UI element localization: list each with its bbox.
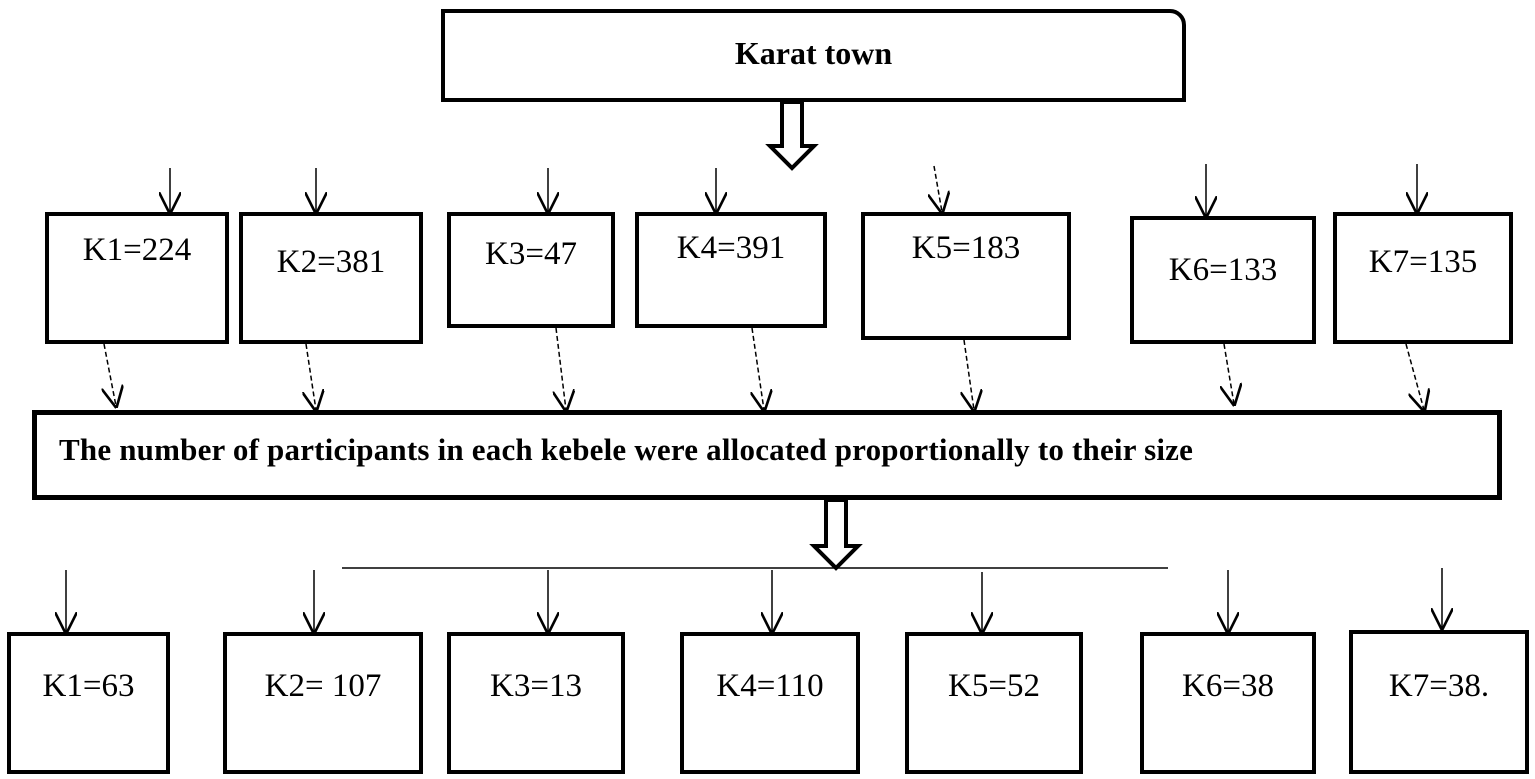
- dashed-arrow-k1: [104, 343, 116, 406]
- kebele-population-label: K7=135: [1368, 244, 1478, 280]
- dashed-arrow-k3: [556, 327, 566, 410]
- kebele-population-label: K5=183: [911, 230, 1021, 266]
- dashed-arrow-k6: [1224, 343, 1234, 404]
- title-box: Karat town: [441, 9, 1186, 102]
- kebele-population-label: K1=224: [82, 232, 192, 268]
- kebele-population-box-k7: K7=135: [1333, 212, 1513, 344]
- allocation-label: The number of participants in each kebel…: [59, 432, 1194, 467]
- kebele-population-label: K6=133: [1168, 252, 1278, 288]
- kebele-sample-label: K6=38: [1182, 668, 1274, 704]
- kebele-population-box-k6: K6=133: [1130, 216, 1316, 344]
- kebele-population-box-k5: K5=183: [861, 212, 1071, 340]
- kebele-sample-box-k2: K2= 107: [223, 632, 423, 774]
- kebele-sample-label: K5=52: [948, 668, 1040, 704]
- kebele-sample-label: K1=63: [42, 668, 135, 704]
- kebele-sample-box-k5: K5=52: [905, 632, 1083, 774]
- kebele-population-box-k4: K4=391: [635, 212, 827, 328]
- kebele-sample-label: K2= 107: [264, 668, 382, 704]
- kebele-population-box-k2: K2=381: [239, 212, 423, 344]
- kebele-sample-box-k4: K4=110: [680, 632, 860, 774]
- kebele-sample-box-k7: K7=38.: [1349, 630, 1529, 774]
- kebele-sample-box-k1: K1=63: [7, 632, 170, 774]
- kebele-population-label: K3=47: [485, 236, 577, 272]
- input-arrow-k5: [934, 165, 942, 212]
- kebele-sample-box-k6: K6=38: [1140, 632, 1316, 774]
- kebele-population-box-k3: K3=47: [447, 212, 615, 328]
- kebele-sample-label: K3=13: [490, 668, 582, 704]
- kebele-population-label: K4=391: [676, 230, 786, 266]
- allocation-box: The number of participants in each kebel…: [32, 410, 1502, 500]
- hollow-arrow-allocation-to-samples: [809, 498, 863, 571]
- dashed-arrow-k7: [1405, 343, 1424, 410]
- kebele-sample-box-k3: K3=13: [447, 632, 625, 774]
- hollow-arrow-title-to-kebeles: [765, 100, 819, 171]
- kebele-population-box-k1: K1=224: [45, 212, 229, 344]
- dashed-arrow-k4: [752, 327, 764, 410]
- kebele-sample-label: K7=38.: [1388, 668, 1490, 704]
- title-label: Karat town: [734, 35, 893, 71]
- dashed-arrow-k5: [964, 339, 974, 410]
- kebele-population-label: K2=381: [276, 244, 386, 280]
- kebele-sample-label: K4=110: [716, 668, 824, 704]
- dashed-arrow-k2: [306, 343, 316, 410]
